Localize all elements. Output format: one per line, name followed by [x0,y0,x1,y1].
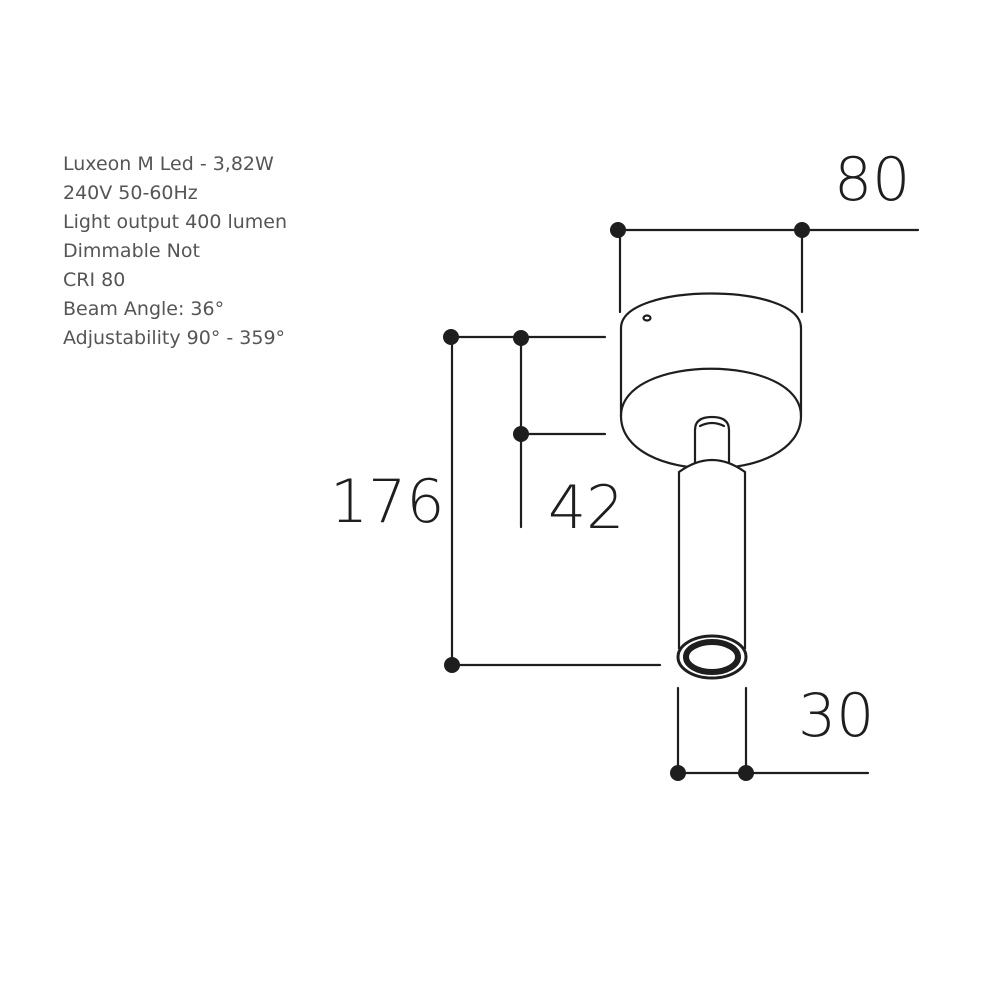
dimension-dot [670,765,686,781]
lamp-outline [619,292,803,680]
spec-led: Luxeon M Led - 3,82W [63,153,274,175]
dimension-total-height [443,329,662,673]
screw-hole [642,314,652,322]
dimension-label-total-height: 176 [330,467,445,537]
dimension-dot [443,329,459,345]
dimension-dot [444,657,460,673]
spec-adjustability: Adjustability 90° - 359° [63,327,286,349]
spec-beam-angle: Beam Angle: 36° [63,298,225,320]
lamp-tube [677,459,747,650]
spec-list: Luxeon M Led - 3,82W 240V 50-60Hz Light … [63,150,287,353]
lamp-lens-inner [683,639,741,675]
dimension-dot [610,222,626,238]
spec-cri: CRI 80 [63,269,126,291]
dimension-label-width: 80 [834,145,911,215]
spec-dimmable: Dimmable Not [63,240,200,262]
lamp-base-rim [619,367,803,418]
spec-light-output: Light output 400 lumen [63,211,288,233]
dimension-label-base-height: 42 [548,473,625,543]
dimension-width-top [610,222,920,314]
spec-voltage: 240V 50-60Hz [63,182,198,204]
dimension-tube-diameter [670,686,870,781]
dimension-label-tube-diameter: 30 [798,681,875,751]
dimension-dot [794,222,810,238]
joint-detail [698,421,726,428]
dimension-dot [513,426,529,442]
dimension-dot [513,330,529,346]
dimension-dot [738,765,754,781]
dimension-base-height [513,330,607,529]
lamp-joint [693,415,731,469]
